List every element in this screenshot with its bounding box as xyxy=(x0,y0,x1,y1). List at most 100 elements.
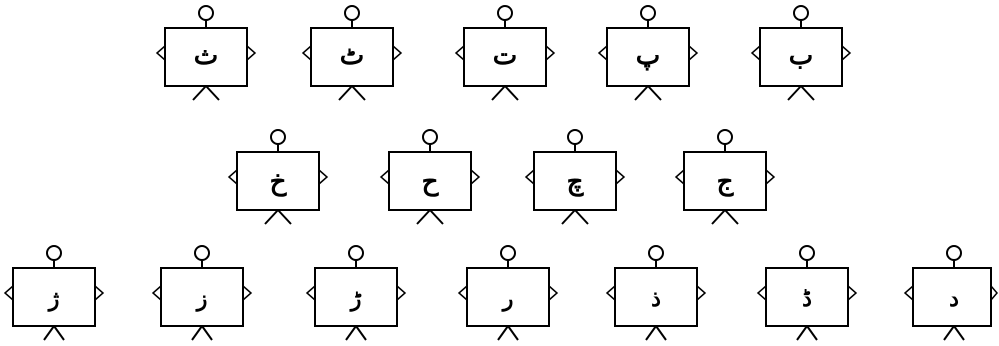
letter-card: ٹ xyxy=(303,6,401,100)
left-leg xyxy=(192,326,202,340)
right-hand-icon xyxy=(766,170,774,184)
right-hand-icon xyxy=(247,46,255,60)
left-hand-icon xyxy=(459,286,467,300)
left-hand-icon xyxy=(307,286,315,300)
right-leg xyxy=(656,326,666,340)
head-icon xyxy=(349,246,363,260)
right-leg xyxy=(352,86,365,100)
letter-card: ت xyxy=(456,6,554,100)
card-row-3: ژ ز ڑ xyxy=(5,246,997,340)
head-icon xyxy=(501,246,515,260)
letter-card: ج xyxy=(676,130,774,224)
letter-card: پ xyxy=(599,6,697,100)
right-leg xyxy=(648,86,661,100)
right-hand-icon xyxy=(842,46,850,60)
card-letter: ب xyxy=(789,41,813,71)
letter-card: ڈ xyxy=(758,246,856,340)
left-leg xyxy=(44,326,54,340)
left-hand-icon xyxy=(229,170,237,184)
right-hand-icon xyxy=(393,46,401,60)
head-icon xyxy=(568,130,582,144)
left-hand-icon xyxy=(752,46,760,60)
right-hand-icon xyxy=(848,286,856,300)
card-letter: ژ xyxy=(47,286,60,312)
right-leg xyxy=(575,210,588,224)
right-hand-icon xyxy=(549,286,557,300)
card-letter: ڑ xyxy=(349,286,362,312)
letter-card: ب xyxy=(752,6,850,100)
letter-card: ر xyxy=(459,246,557,340)
right-hand-icon xyxy=(397,286,405,300)
left-leg xyxy=(562,210,575,224)
right-hand-icon xyxy=(95,286,103,300)
left-leg xyxy=(944,326,954,340)
card-letter: ث xyxy=(194,41,218,71)
head-icon xyxy=(47,246,61,260)
letter-card: خ xyxy=(229,130,327,224)
right-hand-icon xyxy=(697,286,705,300)
head-icon xyxy=(794,6,808,20)
card-letter: پ xyxy=(636,41,660,71)
right-hand-icon xyxy=(546,46,554,60)
left-hand-icon xyxy=(303,46,311,60)
head-icon xyxy=(641,6,655,20)
right-leg xyxy=(807,326,817,340)
head-icon xyxy=(195,246,209,260)
right-leg xyxy=(430,210,443,224)
head-icon xyxy=(649,246,663,260)
letter-card: د xyxy=(905,246,997,340)
head-icon xyxy=(199,6,213,20)
left-hand-icon xyxy=(758,286,766,300)
head-icon xyxy=(718,130,732,144)
letter-card: ث xyxy=(157,6,255,100)
left-leg xyxy=(193,86,206,100)
left-leg xyxy=(265,210,278,224)
left-leg xyxy=(712,210,725,224)
right-leg xyxy=(801,86,814,100)
letter-card: چ xyxy=(526,130,624,224)
letter-card: ح xyxy=(381,130,479,224)
left-leg xyxy=(339,86,352,100)
left-leg xyxy=(797,326,807,340)
card-letter: ذ xyxy=(651,286,661,312)
card-letter: ح xyxy=(422,167,440,197)
left-hand-icon xyxy=(599,46,607,60)
card-letter: ج xyxy=(717,167,735,197)
left-hand-icon xyxy=(157,46,165,60)
letter-card: ژ xyxy=(5,246,103,340)
card-row-1: ث ٹ ت xyxy=(157,6,850,100)
right-leg xyxy=(54,326,64,340)
right-leg xyxy=(508,326,518,340)
head-icon xyxy=(423,130,437,144)
head-icon xyxy=(800,246,814,260)
card-letter: ٹ xyxy=(340,41,364,71)
left-leg xyxy=(635,86,648,100)
right-hand-icon xyxy=(319,170,327,184)
right-leg xyxy=(202,326,212,340)
left-leg xyxy=(417,210,430,224)
left-hand-icon xyxy=(456,46,464,60)
right-leg xyxy=(725,210,738,224)
left-hand-icon xyxy=(905,286,913,300)
right-leg xyxy=(356,326,366,340)
card-letter: خ xyxy=(270,167,288,197)
head-icon xyxy=(345,6,359,20)
letter-card: ڑ xyxy=(307,246,405,340)
letter-card: ز xyxy=(153,246,251,340)
card-row-2: خ ح چ xyxy=(229,130,774,224)
right-leg xyxy=(206,86,219,100)
right-hand-icon xyxy=(243,286,251,300)
left-hand-icon xyxy=(5,286,13,300)
right-hand-icon xyxy=(689,46,697,60)
left-leg xyxy=(498,326,508,340)
right-leg xyxy=(505,86,518,100)
left-leg xyxy=(346,326,356,340)
card-letter: چ xyxy=(567,167,585,197)
card-letter: ر xyxy=(501,286,514,312)
card-letter: د xyxy=(949,286,959,312)
card-letter: ز xyxy=(195,286,208,312)
left-leg xyxy=(788,86,801,100)
right-hand-icon xyxy=(616,170,624,184)
right-leg xyxy=(278,210,291,224)
